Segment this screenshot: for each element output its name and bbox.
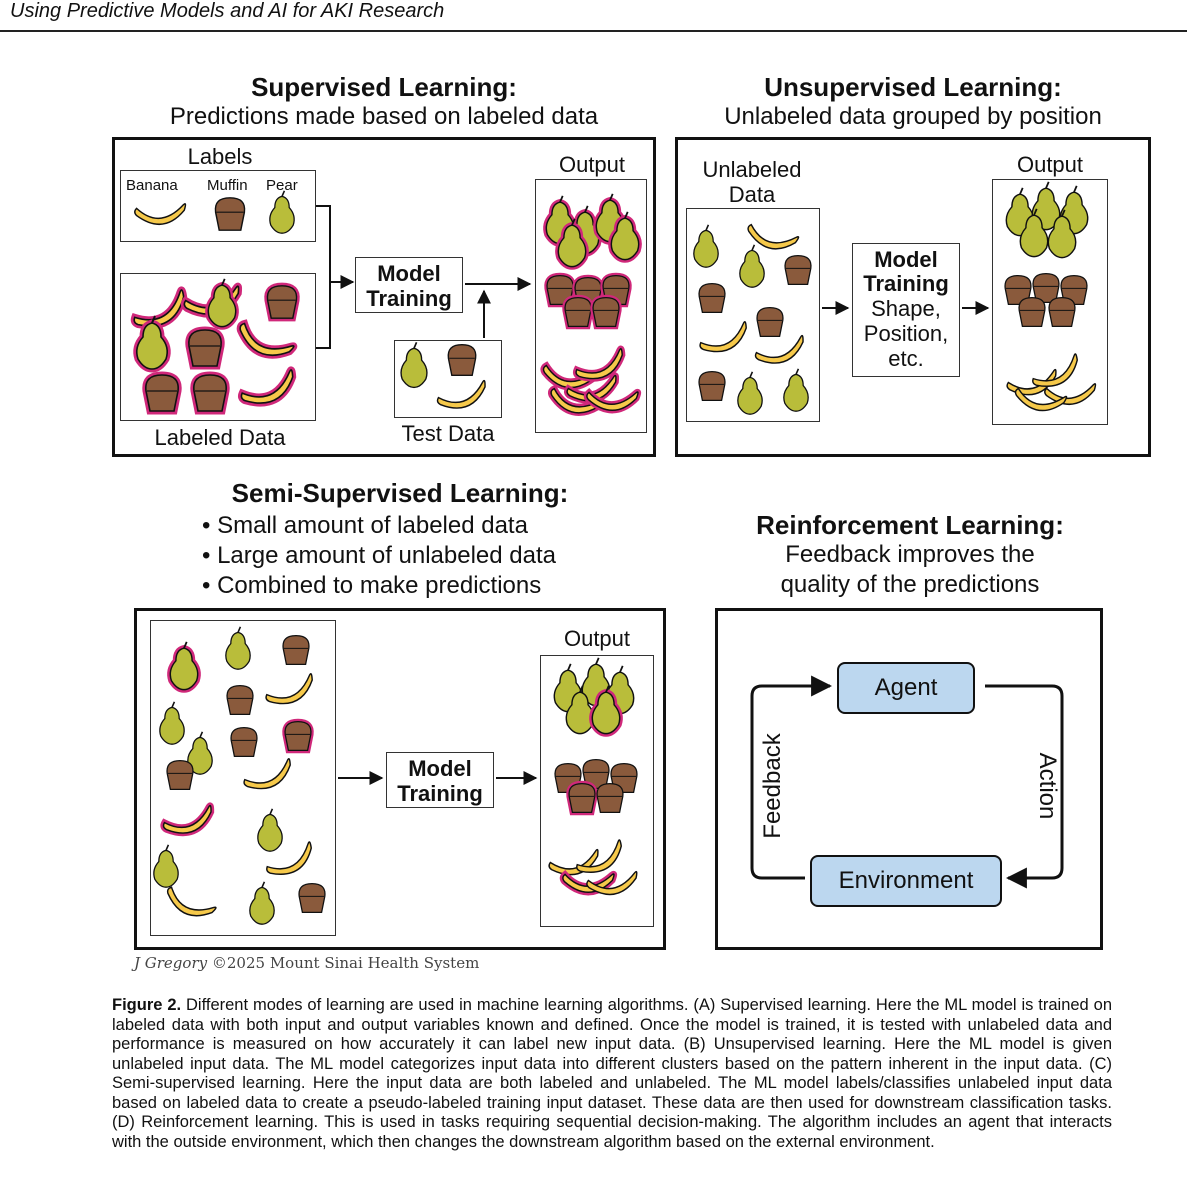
unsupervised-output-box — [992, 179, 1108, 425]
semi-bullets: • Small amount of labeled data • Large a… — [202, 511, 662, 601]
labeled-data-label: Labeled Data — [120, 425, 320, 451]
semi-bullet-1: • Small amount of labeled data — [202, 511, 662, 541]
supervised-title: Supervised Learning: — [112, 72, 656, 103]
unlabeled-data-box — [686, 208, 820, 422]
supervised-output-box — [535, 179, 647, 433]
rl-agent-box: Agent — [837, 662, 975, 714]
supervised-model-box: Model Training — [355, 257, 463, 313]
semi-bullet-2: • Large amount of unlabeled data — [202, 541, 662, 571]
unsupervised-subtitle: Unlabeled data grouped by position — [675, 103, 1151, 131]
label-muffin: Muffin — [207, 177, 248, 194]
unlabeled-data-label: Unlabeled Data — [686, 157, 818, 207]
rl-action-label: Action — [1033, 721, 1061, 851]
rl-environment-box: Environment — [810, 855, 1002, 907]
semi-model-box: Model Training — [386, 752, 494, 808]
test-data-box — [394, 340, 502, 418]
semi-output-label: Output — [540, 626, 654, 652]
labels-heading: Labels — [120, 144, 320, 170]
unsupervised-output-label: Output — [992, 152, 1108, 178]
unsupervised-title: Unsupervised Learning: — [675, 72, 1151, 103]
rl-title: Reinforcement Learning: — [700, 510, 1120, 541]
header-rule — [0, 30, 1187, 32]
labeled-data-box — [120, 273, 316, 421]
figure-caption: Figure 2. Different modes of learning ar… — [112, 996, 1112, 1152]
supervised-subtitle: Predictions made based on labeled data — [112, 103, 656, 131]
semi-input-box — [150, 620, 336, 936]
image-credit: J Gregory ©2025 Mount Sinai Health Syste… — [134, 954, 479, 972]
unsupervised-model-title: Model Training — [853, 244, 959, 296]
unsupervised-model-detail: Shape, Position, etc. — [853, 296, 959, 371]
rl-subtitle-2: quality of the predictions — [700, 571, 1120, 599]
supervised-output-label: Output — [536, 152, 648, 178]
rl-subtitle-1: Feedback improves the — [700, 541, 1120, 569]
unsupervised-model-box: Model Training Shape, Position, etc. — [852, 243, 960, 377]
semi-title: Semi-Supervised Learning: — [150, 478, 650, 509]
semi-bullet-3: • Combined to make predictions — [202, 571, 662, 601]
label-banana: Banana — [126, 177, 178, 194]
label-pear: Pear — [266, 177, 298, 194]
caption-text: Different modes of learning are used in … — [112, 996, 1112, 1151]
rl-feedback-label: Feedback — [759, 721, 787, 851]
running-header: Using Predictive Models and AI for AKI R… — [10, 0, 444, 23]
caption-label: Figure 2. — [112, 996, 181, 1014]
test-data-label: Test Data — [390, 421, 506, 447]
semi-output-box — [540, 655, 654, 927]
